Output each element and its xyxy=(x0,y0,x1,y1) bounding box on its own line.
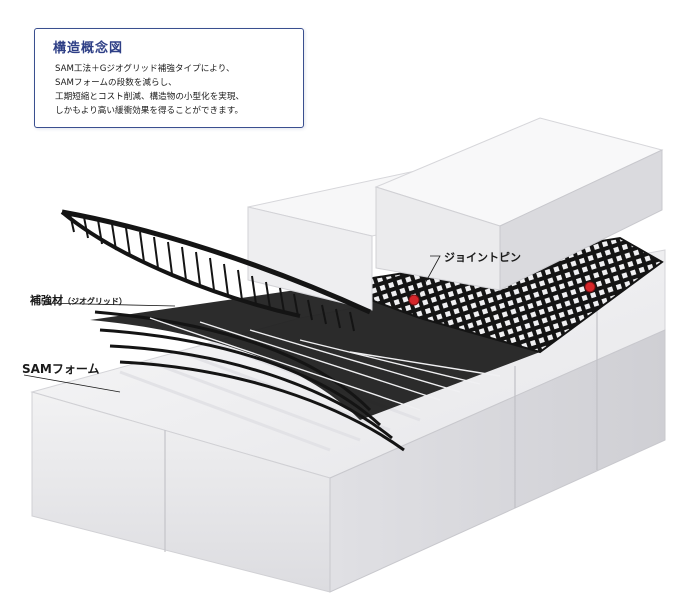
info-line-1: SAM工法＋Gジオグリッド補強タイプにより、 xyxy=(55,64,235,74)
joint-pin-marker xyxy=(408,294,420,306)
joint-pins xyxy=(408,281,596,306)
callout-leaders xyxy=(23,255,441,393)
reinforcement-label: 補強材（ジオグリッド） xyxy=(30,292,127,308)
sam-foam-upper xyxy=(247,117,664,311)
reinforcement-label-sub: （ジオグリッド） xyxy=(63,297,127,306)
info-line-3: 工期短縮とコスト削減、構造物の小型化を実現、 xyxy=(55,92,245,102)
joint-pin-label: ジョイントピン xyxy=(444,251,521,264)
info-title: 構造概念図 xyxy=(53,41,124,56)
info-box: 構造概念図 SAM工法＋Gジオグリッド補強タイプにより、 SAMフォームの段数を… xyxy=(34,28,304,128)
geogrid-sheet xyxy=(90,236,664,452)
info-line-2: SAMフォームの段数を減らし、 xyxy=(55,78,177,88)
reinforcement-label-main: 補強材 xyxy=(30,294,63,307)
geogrid-curled-edge xyxy=(60,209,372,332)
info-line-4: しかもより高い緩衝効果を得ることができます。 xyxy=(55,106,244,116)
joint-pin-marker xyxy=(584,281,596,293)
sam-foam-label: SAMフォーム xyxy=(22,362,100,376)
